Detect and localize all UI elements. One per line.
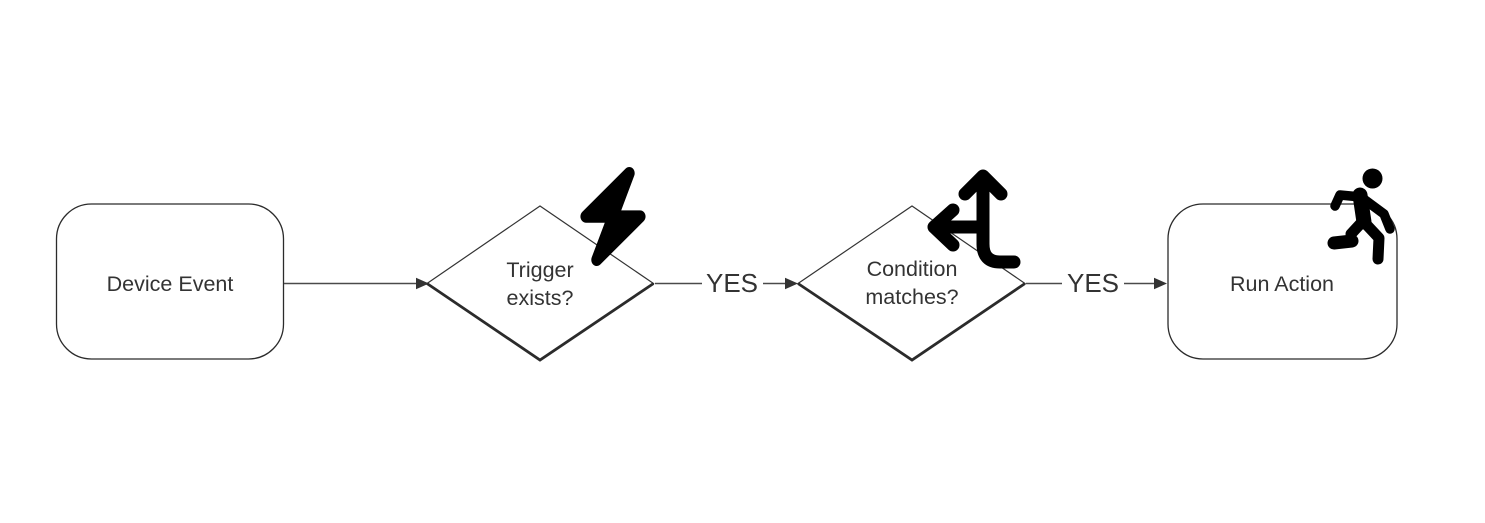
arrowhead-icon xyxy=(785,277,798,290)
person-running-icon xyxy=(1327,168,1395,265)
node-device-event: Device Event xyxy=(55,203,285,360)
trigger-exists-shape-shade xyxy=(426,282,655,362)
condition-matches-shape xyxy=(796,205,1027,361)
arrowhead-icon xyxy=(416,277,429,290)
trigger-exists-label-line1: Trigger xyxy=(506,258,573,282)
device-event-shape xyxy=(55,203,285,360)
edge-label-yes: YES xyxy=(1067,268,1119,298)
bolt-icon xyxy=(580,166,646,267)
condition-matches-shape-shade xyxy=(797,282,1026,362)
arrows-split-up-left-icon xyxy=(927,169,1021,269)
run-action-label: Run Action xyxy=(1230,272,1334,296)
trigger-exists-label-line2: exists? xyxy=(507,286,574,310)
edge-trigger-to-condition: YES xyxy=(655,268,798,298)
arrowhead-icon xyxy=(1154,277,1167,290)
edge-label-yes: YES xyxy=(706,268,758,298)
node-trigger-exists: Trigger exists? xyxy=(425,205,655,362)
edge-device-to-trigger xyxy=(284,277,429,290)
device-event-label: Device Event xyxy=(107,272,234,296)
condition-matches-label-line1: Condition xyxy=(867,257,958,281)
edge-condition-to-action: YES xyxy=(1026,268,1167,298)
node-condition-matches: Condition matches? xyxy=(796,205,1027,362)
condition-matches-label-line2: matches? xyxy=(865,285,958,309)
